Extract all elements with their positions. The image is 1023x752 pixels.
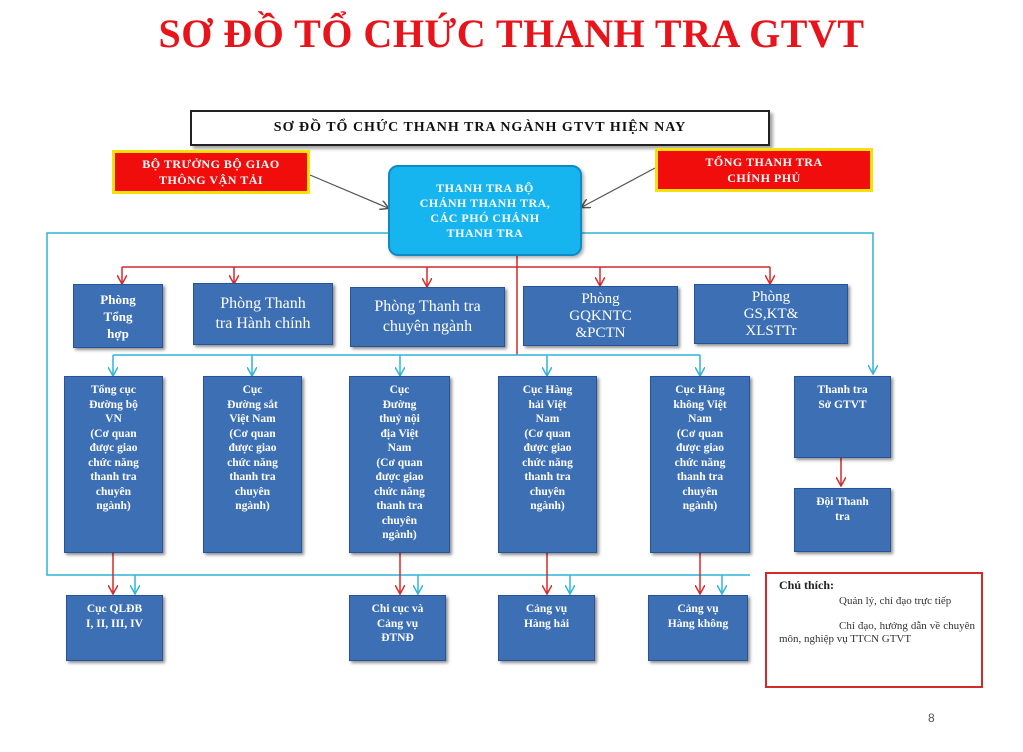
dept-gs-kt: Phòng GS,KT& XLSTTr — [694, 284, 848, 344]
legend-blue-label: Chỉ đạo, hướng dẫn về chuyên môn, nghiệp… — [779, 620, 975, 645]
diagram-banner: SƠ ĐỒ TỔ CHỨC THANH TRA NGÀNH GTVT HIỆN … — [190, 110, 770, 146]
govt-inspector-box: TỔNG THANH TRA CHÍNH PHỦ — [655, 148, 873, 192]
cyan-loop — [46, 232, 750, 576]
cyan-to-so — [582, 232, 873, 373]
agency-duong-thuy: Cục Đường thuỷ nội địa Việt Nam (Cơ quan… — [349, 376, 450, 553]
dept-chuyen-nganh: Phòng Thanh tra chuyên ngành — [350, 287, 505, 347]
dept-gqkntc: Phòng GQKNTC &PCTN — [523, 286, 678, 346]
agency-so-gtvt: Thanh tra Sở GTVT — [794, 376, 891, 458]
arrow-govt — [582, 167, 656, 207]
legend-title: Chú thích: — [779, 578, 835, 592]
agency-hang-hai: Cục Hàng hải Việt Nam (Cơ quan được giao… — [498, 376, 597, 553]
minister-box: BỘ TRƯỞNG BỘ GIAO THÔNG VẬN TẢI — [112, 150, 310, 194]
ministry-inspectorate-box: THANH TRA BỘ CHÁNH THANH TRA, CÁC PHÓ CH… — [388, 165, 582, 256]
legend: Chú thích: Quản lý, chỉ đạo trực tiếp Ch… — [765, 572, 983, 688]
sub-cang-vu-hang-hai: Cảng vụ Hàng hải — [498, 595, 595, 661]
page-title: SƠ ĐỒ TỔ CHỨC THANH TRA GTVT — [158, 11, 865, 56]
dept-tong-hop: Phòng Tổng hợp — [73, 284, 163, 348]
arrow-minister — [309, 174, 388, 208]
legend-red-label: Quản lý, chỉ đạo trực tiếp — [839, 595, 952, 607]
sub-cang-vu-hang-khong: Cảng vụ Hàng không — [648, 595, 748, 661]
agency-duong-sat: Cục Đường sắt Việt Nam (Cơ quan được gia… — [203, 376, 302, 553]
agency-duong-bo: Tổng cục Đường bộ VN (Cơ quan được giao … — [64, 376, 163, 553]
sub-chi-cuc-dtnd: Chi cục và Cảng vụ ĐTNĐ — [349, 595, 446, 661]
page-number: 8 — [928, 711, 935, 725]
agency-hang-khong: Cục Hàng không Việt Nam (Cơ quan được gi… — [650, 376, 750, 553]
dept-hanh-chinh: Phòng Thanh tra Hành chính — [193, 283, 333, 345]
sub-doi-thanh-tra: Đội Thanh tra — [794, 488, 891, 552]
sub-cuc-qldb: Cục QLĐB I, II, III, IV — [66, 595, 163, 661]
